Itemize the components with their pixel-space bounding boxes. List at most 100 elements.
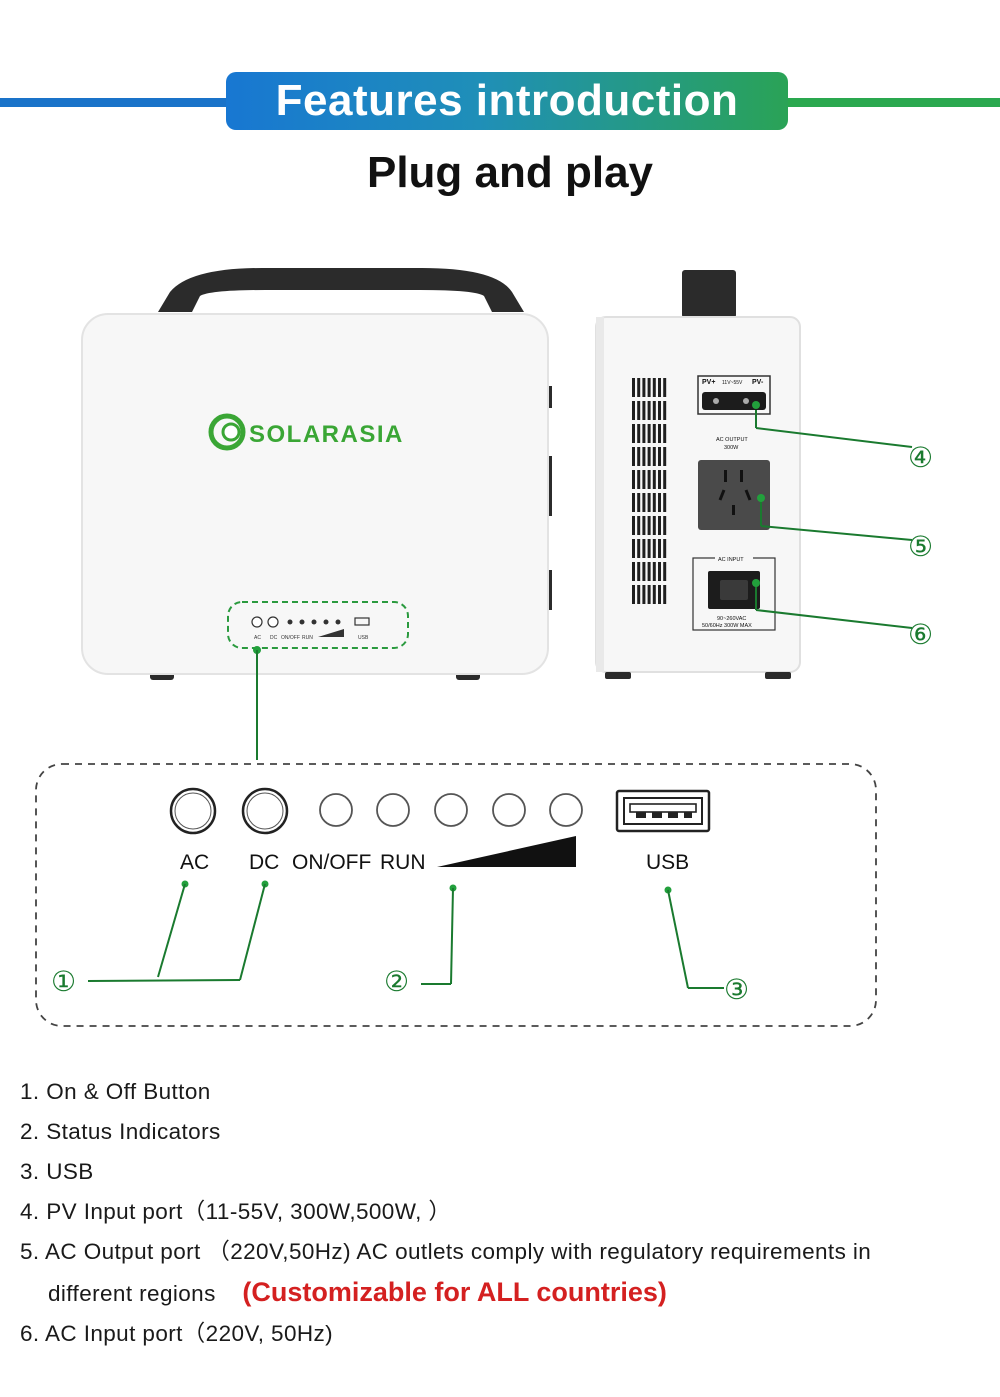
brand-name: SOLARASIA — [249, 421, 404, 448]
label-run: RUN — [380, 851, 426, 874]
vent-slat — [658, 378, 661, 397]
vent-slat — [642, 493, 646, 512]
callout-2: ② — [384, 966, 409, 997]
vent-slat — [663, 585, 667, 604]
vent-slat — [652, 539, 656, 558]
vent-slat — [663, 447, 667, 466]
label-dc: DC — [249, 851, 279, 874]
mini-usb-port — [354, 617, 370, 626]
vent-slat — [642, 585, 646, 604]
vent-slat — [632, 424, 635, 443]
vent-slat — [637, 424, 641, 443]
callout-3: ③ — [724, 974, 749, 1005]
vent-slat — [637, 378, 641, 397]
vent-slat — [652, 470, 656, 489]
vent-slat — [642, 516, 646, 535]
vent-slat — [632, 401, 635, 420]
vent-slat — [658, 539, 661, 558]
control-panel-detail: AC DC ON/OFF RUN USB ① ② ③ — [35, 763, 877, 1027]
page-subtitle: Plug and play — [366, 148, 654, 197]
vent-slat — [658, 470, 661, 489]
indicator-4 — [492, 793, 526, 827]
vent-slat — [652, 493, 656, 512]
vent-slat — [652, 401, 656, 420]
vent-slat — [652, 447, 656, 466]
vent-slat — [642, 424, 646, 443]
vent-slat — [632, 539, 635, 558]
feature-item-6: 6. AC Input port（220V, 50Hz) — [20, 1321, 334, 1346]
vent-slat — [652, 562, 656, 581]
vent-slat — [647, 516, 651, 535]
vent-slat — [663, 562, 667, 581]
mini-ac-button — [251, 616, 263, 628]
vent-slat — [658, 562, 661, 581]
feature-item-5: 5. AC Output port （220V,50Hz) AC outlets… — [20, 1239, 872, 1264]
vent-slat — [652, 378, 656, 397]
vent-slat — [663, 493, 667, 512]
indicator-2 — [376, 793, 410, 827]
vent-slat — [642, 378, 646, 397]
vent-slat — [632, 493, 635, 512]
side-callouts: ④ ⑤ ⑥ — [752, 401, 933, 650]
vent-slat — [658, 401, 661, 420]
feature-item-3: 3. USB — [20, 1159, 94, 1184]
vent-slat — [663, 470, 667, 489]
svg-text:ON/OFF: ON/OFF — [281, 635, 300, 641]
vent-slat — [632, 447, 635, 466]
ac-output-socket — [698, 460, 770, 530]
callout-6: ⑥ — [908, 619, 933, 650]
svg-text:RUN: RUN — [302, 635, 313, 641]
vent-slat — [647, 378, 651, 397]
vent-slat — [637, 585, 641, 604]
svg-text:USB: USB — [358, 635, 369, 641]
vent-slat — [663, 516, 667, 535]
label-on-off: ON/OFF — [292, 851, 371, 874]
customizable-highlight: (Customizable for ALL countries) — [242, 1277, 667, 1307]
svg-text:AC OUTPUT: AC OUTPUT — [716, 437, 748, 443]
svg-text:11V~55V: 11V~55V — [722, 380, 743, 386]
side-unit: PV+ 11V~55V PV- AC OUTPUT 300W AC INPUT … — [595, 270, 801, 679]
vent-slat — [642, 470, 646, 489]
front-unit: SOLARASIA AC DC ON/OFF RUN USB — [81, 268, 552, 680]
vent-slat — [652, 585, 656, 604]
callout-1: ① — [51, 966, 76, 997]
banner-line-left — [0, 98, 232, 107]
side-handle — [682, 270, 736, 318]
vent-slat — [658, 516, 661, 535]
carry-handle — [158, 268, 524, 312]
feature-list: 1. On & Off Button 2. Status Indicators … — [20, 1072, 995, 1354]
vent-slat — [647, 447, 651, 466]
svg-text:PV-: PV- — [752, 379, 764, 386]
vent-slat — [637, 401, 641, 420]
svg-text:300W: 300W — [724, 445, 739, 451]
feature-item-2: 2. Status Indicators — [20, 1119, 221, 1144]
vent-slat — [647, 424, 651, 443]
callout-4: ④ — [908, 442, 933, 473]
vent-slat — [637, 516, 641, 535]
control-panel-highlight — [227, 601, 409, 649]
indicator-5 — [549, 793, 583, 827]
ventilation-grille — [632, 378, 667, 604]
svg-text:AC INPUT: AC INPUT — [718, 557, 744, 563]
vent-slat — [658, 447, 661, 466]
dc-button — [241, 787, 289, 835]
vent-slat — [632, 585, 635, 604]
feature-item-1: 1. On & Off Button — [20, 1079, 211, 1104]
label-usb: USB — [646, 851, 689, 874]
vent-slat — [652, 516, 656, 535]
vent-slat — [658, 493, 661, 512]
vent-slat — [642, 562, 646, 581]
solarasia-logo: SOLARASIA — [208, 413, 404, 451]
vent-slat — [637, 470, 641, 489]
indicator-3 — [434, 793, 468, 827]
svg-text:50/60Hz 300W MAX: 50/60Hz 300W MAX — [702, 623, 752, 629]
vent-slat — [632, 470, 635, 489]
vent-slat — [658, 424, 661, 443]
banner-line-right — [784, 98, 1000, 107]
vent-slat — [658, 585, 661, 604]
svg-text:AC: AC — [254, 635, 261, 641]
vent-slat — [663, 424, 667, 443]
svg-text:DC: DC — [270, 635, 278, 641]
svg-text:PV+: PV+ — [702, 379, 715, 386]
label-ac: AC — [180, 851, 209, 874]
